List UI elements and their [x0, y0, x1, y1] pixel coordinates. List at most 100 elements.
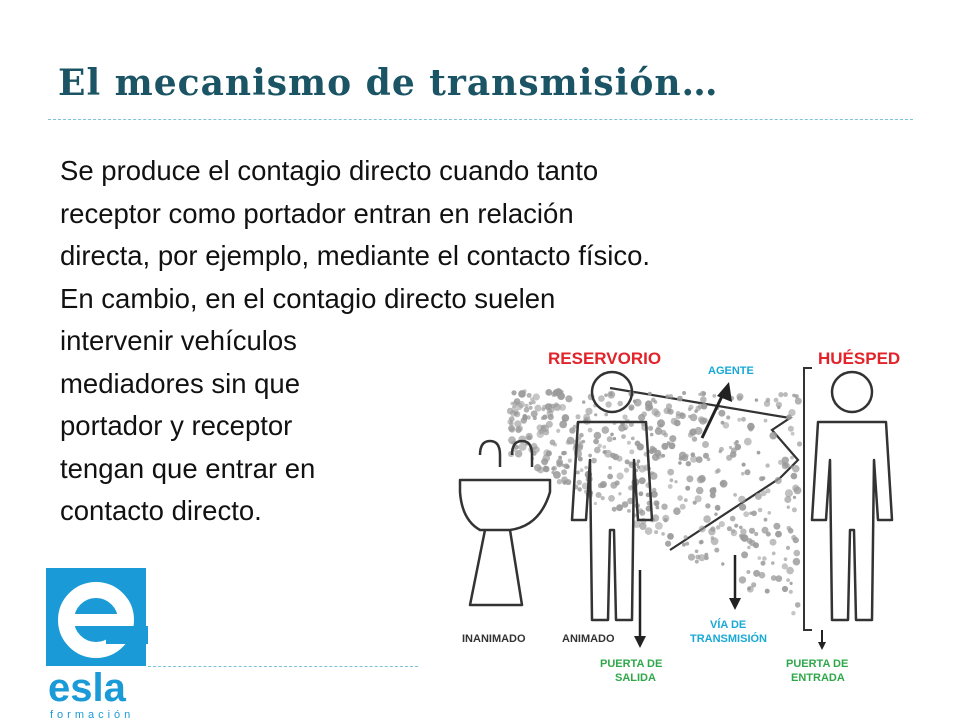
particle-dot: [667, 468, 675, 476]
transmission-diagram: RESERVORIO AGENTE HUÉSPED INANIMADO ANIM…: [458, 349, 900, 684]
particle-dot: [545, 450, 552, 457]
exit-door-arrow: [634, 570, 646, 648]
particle-dot: [556, 458, 563, 466]
particle-dot: [636, 459, 641, 463]
particle-dot: [769, 431, 777, 440]
particle-dot: [644, 527, 653, 535]
particle-dot: [718, 521, 725, 528]
particle-dot: [638, 477, 646, 485]
particle-dot: [610, 432, 614, 437]
particle-dot: [721, 562, 725, 566]
particle-dot: [741, 471, 745, 476]
particle-dot: [706, 457, 711, 462]
particle-dot: [796, 441, 803, 447]
particle-dot: [645, 404, 652, 412]
particle-dot: [762, 556, 767, 561]
particle-dot: [686, 475, 694, 483]
particle-dot: [792, 557, 801, 566]
particle-dot: [747, 422, 755, 431]
particle-dot: [791, 534, 797, 541]
particle-dot: [580, 440, 584, 444]
particle-dot: [698, 554, 706, 562]
particle-dot: [791, 507, 797, 513]
particle-dot: [744, 469, 751, 476]
particle-dot: [553, 442, 557, 447]
particle-dot: [528, 405, 533, 410]
particle-dot: [761, 526, 769, 534]
particle-dot: [695, 456, 703, 463]
particle-dot: [764, 588, 770, 594]
particle-dot: [575, 414, 581, 420]
particle-dot: [758, 571, 766, 579]
particle-dot: [509, 421, 514, 426]
particle-dot: [632, 520, 641, 528]
particle-dot: [682, 391, 687, 395]
particle-dot: [741, 462, 746, 467]
particle-dot: [771, 561, 775, 565]
particle-dot: [537, 466, 545, 474]
particle-dot: [767, 511, 772, 515]
particle-dot: [651, 447, 657, 453]
particle-dot: [588, 453, 592, 458]
particle-dot: [577, 436, 582, 441]
particle-dot: [667, 484, 673, 489]
particle-dot: [654, 501, 660, 507]
particle-dot: [763, 517, 768, 522]
particle-dot: [612, 436, 617, 441]
particle-dot: [518, 442, 527, 451]
particle-dot: [765, 488, 771, 494]
particle-dot: [667, 408, 672, 413]
particle-dot: [783, 392, 788, 397]
particle-dot: [733, 441, 738, 446]
particle-dot: [628, 461, 634, 466]
particle-dot: [790, 455, 794, 460]
particle-dot: [734, 443, 742, 451]
particle-dot: [513, 411, 518, 416]
particle-dot: [698, 540, 703, 545]
particle-dot: [594, 413, 598, 417]
particle-dot: [754, 492, 762, 500]
particle-dot: [726, 526, 732, 532]
particle-dot: [756, 450, 761, 455]
label-entrada-2: ENTRADA: [791, 672, 845, 684]
particle-dot: [582, 400, 586, 404]
particle-dot: [714, 512, 718, 516]
particle-dot: [665, 394, 670, 399]
person-reservoir-icon: [570, 370, 654, 622]
particle-dot: [786, 414, 792, 420]
particle-dot: [794, 394, 799, 399]
particle-dot: [739, 534, 745, 540]
particle-dot: [743, 437, 752, 446]
particle-dot: [545, 420, 553, 428]
particle-dot: [687, 407, 692, 412]
particle-dot: [765, 463, 770, 468]
particle-dot: [654, 410, 661, 418]
particle-dot: [534, 404, 542, 412]
particle-dot: [792, 495, 797, 499]
body-line: En cambio, en el contagio directo suelen: [60, 282, 556, 314]
particle-dot: [655, 522, 663, 530]
particle-dot: [703, 515, 711, 523]
particle-dot: [661, 503, 668, 510]
particle-dot: [553, 471, 561, 479]
particle-dot: [618, 424, 626, 432]
particle-dot: [627, 497, 634, 505]
particle-dot: [638, 413, 646, 422]
particle-dot: [678, 461, 682, 465]
particle-dot: [637, 508, 644, 514]
particle-dot: [654, 530, 659, 535]
particle-dot: [514, 449, 523, 458]
particle-dot: [506, 407, 514, 415]
particle-dot: [600, 480, 607, 488]
particle-dot: [632, 399, 637, 404]
label-via-2: TRANSMISIÓN: [690, 632, 767, 645]
particle-dot: [718, 409, 726, 417]
particle-dot: [524, 403, 529, 408]
particle-dot: [626, 440, 631, 445]
particle-dot: [584, 465, 588, 470]
particle-dot: [641, 422, 646, 427]
slide-title: El mecanismo de transmisión…: [58, 62, 719, 104]
particle-dot: [784, 496, 792, 503]
particle-dot: [705, 503, 711, 509]
particle-dot: [773, 397, 779, 403]
